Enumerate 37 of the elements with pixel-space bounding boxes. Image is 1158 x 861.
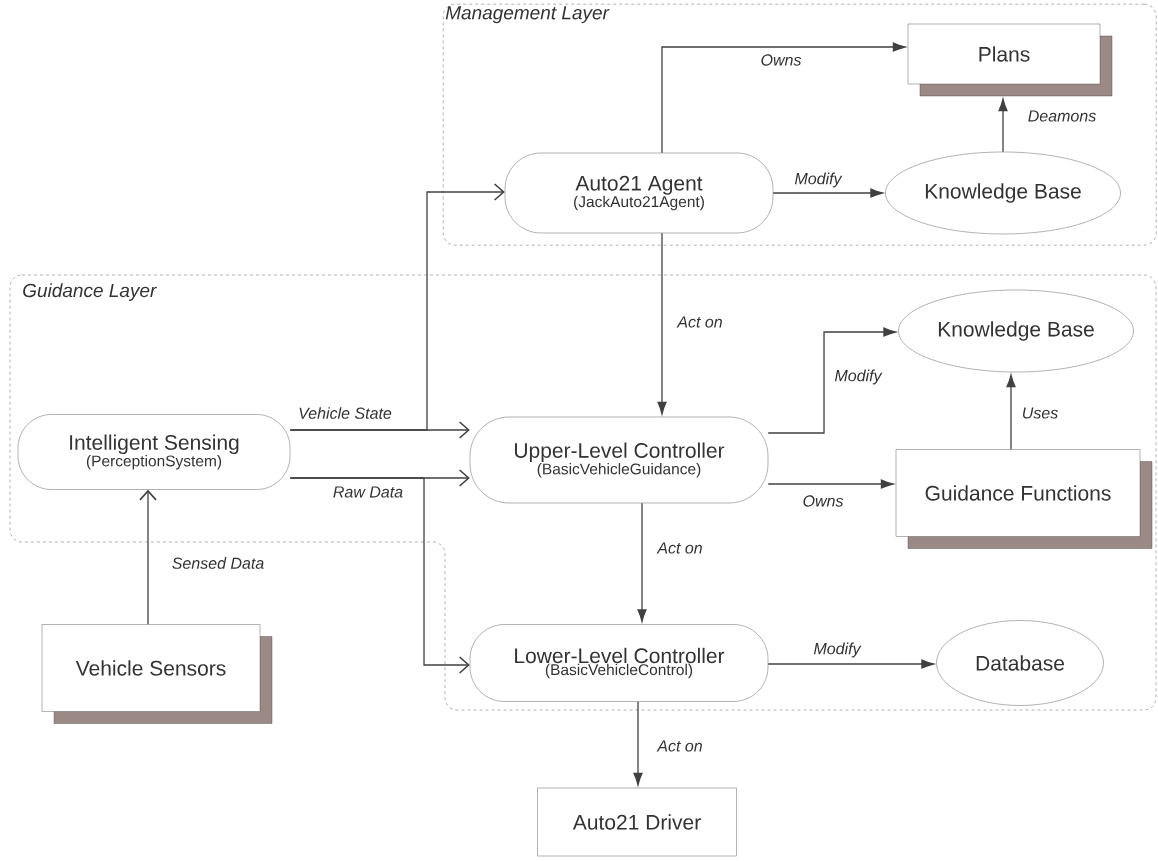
process-box: Auto21 Driver [537, 787, 737, 857]
shadowed-box: Plans [907, 23, 1113, 97]
edge-label: Sensed Data [170, 556, 266, 570]
edge-label: Uses [1020, 406, 1060, 420]
shadowed-box: Guidance Functions [895, 449, 1153, 549]
edge-label: Act on [676, 315, 724, 329]
arrow [998, 98, 1008, 153]
arrow [1006, 374, 1016, 450]
edge-label: Owns [759, 53, 803, 67]
arrow [657, 232, 667, 415]
edge-label: Raw Data [331, 485, 405, 499]
rounded-box: Upper-Level Controller (BasicVehicleGuidance) [469, 416, 769, 504]
edge-label: Modify [833, 368, 883, 386]
arrow [633, 701, 643, 786]
ellipse-node: Knowledge Base [885, 151, 1121, 235]
edge-label: Deamons [1026, 109, 1098, 123]
arrow [637, 502, 647, 622]
rounded-box: Auto21 Agent (JackAuto21Agent) [504, 152, 774, 234]
edge-label: Modify [793, 171, 843, 189]
arrow [767, 659, 934, 669]
edge-label: Act on [656, 739, 704, 753]
arrow [289, 421, 470, 439]
arrow [767, 327, 896, 434]
arrow [661, 42, 906, 154]
rounded-box: Intelligent Sensing (PerceptionSystem) [17, 414, 291, 490]
edge-label: Vehicle State [297, 406, 393, 420]
arrow [767, 479, 894, 489]
shadowed-box: Vehicle Sensors [41, 624, 273, 724]
edge-label: Owns [801, 494, 845, 508]
arrow [772, 188, 883, 198]
rounded-box: Lower-Level Controller (BasicVehicleControl) [469, 624, 769, 702]
arrow [139, 489, 157, 625]
edge-label: Act on [656, 541, 704, 555]
ellipse-node: Database [936, 620, 1104, 706]
arrow [289, 477, 470, 674]
ellipse-node: Knowledge Base [898, 289, 1134, 373]
edge-label: Modify [812, 641, 862, 659]
